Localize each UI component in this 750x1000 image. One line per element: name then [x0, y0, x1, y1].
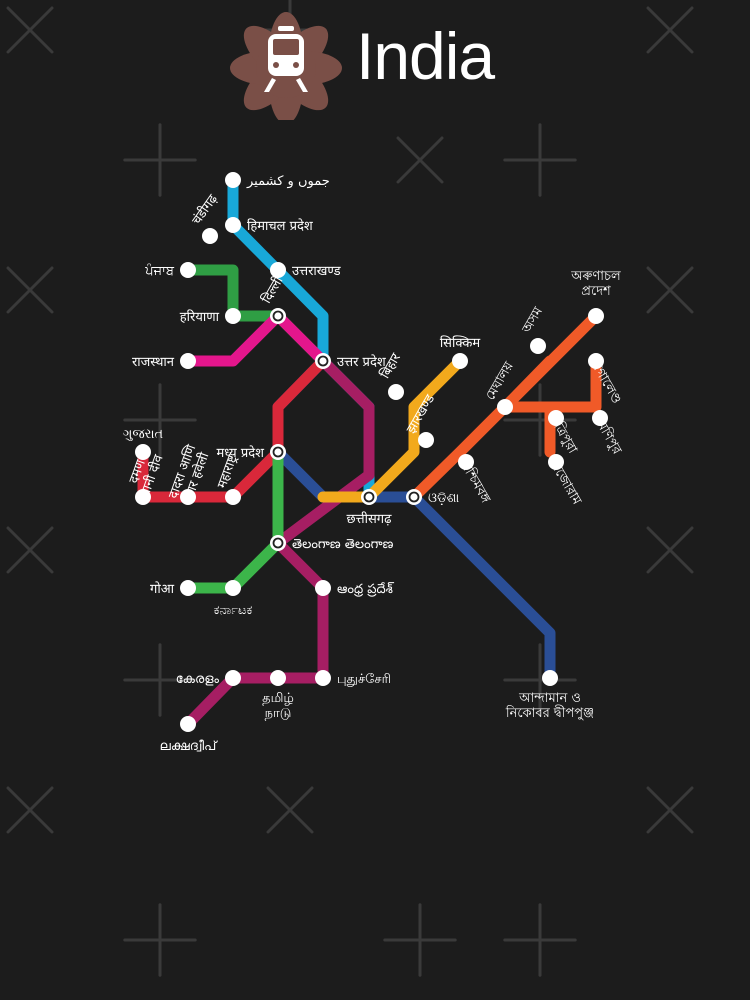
station-label-hr: हरियाणा [180, 309, 220, 325]
station-ld [180, 716, 196, 732]
watermark-mark [6, 6, 54, 54]
watermark-mark [503, 643, 577, 717]
line-orange-route [408, 310, 602, 503]
watermark-mark [503, 903, 577, 977]
station-pb [180, 262, 196, 278]
station-label-ka: ಕರ್ನಾಟಕ [214, 603, 253, 618]
line-lime-route [182, 446, 284, 594]
line-pink-route [182, 310, 329, 367]
station-ap [315, 580, 331, 596]
station-label-rj: राजस्थान [132, 355, 175, 370]
station-label-py: புதுச்சேரி [337, 672, 391, 687]
station-dd [135, 489, 151, 505]
watermark-mark [123, 383, 197, 457]
station-jh [418, 432, 434, 448]
station-label-mn: মণিপুর [593, 418, 625, 458]
station-label-tg: తెలంగాణ తెలంగాణ [292, 537, 394, 552]
watermark-mark [646, 526, 694, 574]
station-mp [270, 444, 286, 460]
station-ka [225, 580, 241, 596]
station-dnh [180, 489, 196, 505]
station-label-up: उत्तर प्रदेश [337, 354, 387, 370]
line-purple-route [182, 355, 375, 730]
station-ar [588, 308, 604, 324]
station-dl [270, 308, 286, 324]
train-front-icon [264, 26, 308, 92]
station-tn [270, 670, 286, 686]
station-label-ap: ఆంధ్ర ప్రదేశ్ [337, 582, 395, 597]
watermark-mark [396, 136, 444, 184]
station-label-as: অসম [519, 304, 546, 336]
station-label-jk: جموں و کشمیر [246, 174, 330, 189]
watermark-mark [646, 6, 694, 54]
watermark-mark [503, 123, 577, 197]
interchange-ring [272, 537, 284, 549]
station-label-ld: ലക്ഷദ്വീപ് [160, 739, 219, 754]
station-an [542, 670, 558, 686]
watermark-mark [123, 643, 197, 717]
watermark-mark [123, 123, 197, 197]
lotus-train-logo [228, 10, 344, 124]
station-ga [180, 580, 196, 596]
watermark-mark [6, 526, 54, 574]
station-cg [361, 489, 377, 505]
station-label-sk: सिक्किम [440, 335, 481, 351]
station-label-wb: পশ্চিমবঙ্গ [457, 458, 494, 506]
station-label-tn: தமிழ்நாடு [262, 691, 294, 721]
station-chd [202, 228, 218, 244]
station-label-mp: मध्य प्रदेश [217, 445, 266, 461]
station-od [406, 489, 422, 505]
station-uk [270, 262, 286, 278]
station-label-od: ଓଡ଼ିଶା [428, 491, 459, 506]
watermark-mark [123, 903, 197, 977]
station-gj [135, 444, 151, 460]
station-up [315, 353, 331, 369]
station-label-uk: उत्तराखण्ड [292, 264, 342, 279]
interchange-ring [363, 491, 375, 503]
watermark-mark [266, 786, 314, 834]
interchange-ring [272, 310, 284, 322]
station-label-mz: মিজোরাম [546, 456, 586, 509]
station-label-gj: ગુજરાત [123, 427, 164, 442]
interchange-ring [272, 446, 284, 458]
interchange-ring [408, 491, 420, 503]
station-label-pb: ਪੰਜਾਬ [144, 263, 175, 279]
station-label-cg: छत्तीसगढ़ [347, 511, 393, 527]
station-ml [497, 399, 513, 415]
station-mz [548, 454, 564, 470]
station-hp [225, 217, 241, 233]
map-title: India [356, 19, 495, 93]
station-label-chd: चंडीगढ़ [189, 191, 222, 228]
watermark-mark [383, 903, 457, 977]
station-kl [225, 670, 241, 686]
station-as [530, 338, 546, 354]
station-wb [458, 454, 474, 470]
station-label-kl: കേരളം [176, 672, 220, 687]
station-tg [270, 535, 286, 551]
interchange-ring [317, 355, 329, 367]
line-orange-yellow-route [317, 355, 466, 503]
station-rj [180, 353, 196, 369]
station-jk [225, 172, 241, 188]
station-py [315, 670, 331, 686]
station-mh [225, 489, 241, 505]
station-br [388, 384, 404, 400]
watermark-mark [6, 266, 54, 314]
watermark-mark [6, 786, 54, 834]
station-nl [588, 353, 604, 369]
station-hr [225, 308, 241, 324]
station-mn [592, 410, 608, 426]
station-label-ga: गोआ [150, 581, 175, 597]
station-tr [548, 410, 564, 426]
station-sk [452, 353, 468, 369]
watermark-mark [646, 266, 694, 314]
watermark-mark [646, 786, 694, 834]
station-label-hp: हिमाचल प्रदेश [247, 218, 314, 234]
